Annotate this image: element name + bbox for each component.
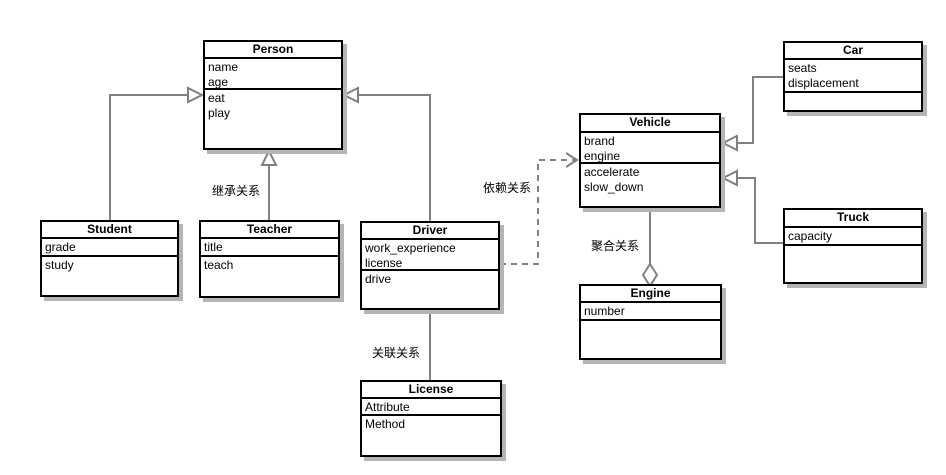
method-row: accelerate [584,165,640,179]
methods-section: drive [362,271,498,308]
methods-section [581,321,720,358]
class-title: Car [785,43,921,60]
methods-section: eat play [205,90,341,148]
method-row: teach [204,258,234,272]
edge-driver-vehicle-dependency[interactable] [500,159,575,265]
hollow-triangle-arrow-icon [341,86,359,104]
attribute-row: capacity [788,229,833,243]
class-driver[interactable]: Driver work_experience license drive [360,221,500,310]
class-title: Person [205,42,341,59]
methods-section: Method [362,416,500,455]
aggregation-edge-label: 聚合关系 [591,239,640,253]
class-truck[interactable]: Truck capacity [783,208,923,284]
attributes-section: seats displacement [785,60,921,93]
attribute-row: title [204,240,223,254]
attribute-row: grade [45,240,76,254]
class-title: Driver [362,223,498,240]
class-title: License [362,382,500,399]
attributes-section: work_experience license [362,240,498,271]
attribute-row: name [208,60,239,74]
method-row: study [45,258,74,272]
edge-truck-vehicle-inheritance[interactable] [737,177,783,244]
hollow-triangle-arrow-icon [720,134,738,152]
edge-driver-person-inheritance[interactable] [359,94,431,221]
attribute-row: Attribute [365,400,410,414]
method-row: drive [365,272,392,286]
open-arrow-icon [565,152,579,168]
methods-section [785,246,921,282]
edge-student-person-inheritance[interactable] [109,94,187,220]
attribute-row: license [365,256,403,270]
dependency-edge-label: 依赖关系 [483,181,532,195]
class-license[interactable]: License Attribute Method [360,380,502,457]
class-teacher[interactable]: Teacher title teach [199,220,340,298]
method-row: eat [208,91,225,105]
attribute-row: engine [584,149,621,163]
class-title: Vehicle [581,115,719,133]
attributes-section: brand engine [581,133,719,164]
attribute-row: age [208,75,229,89]
attribute-row: number [584,304,625,318]
hollow-triangle-arrow-icon [720,169,738,187]
methods-section: teach [201,257,338,296]
hollow-diamond-icon [641,262,659,288]
class-person[interactable]: Person name age eat play [203,40,343,150]
class-engine[interactable]: Engine number [579,284,722,360]
attributes-section: number [581,303,720,321]
inheritance-edge-label: 继承关系 [212,184,261,198]
method-row: play [208,106,231,120]
methods-section: accelerate slow_down [581,164,719,206]
class-car[interactable]: Car seats displacement [783,41,923,112]
class-vehicle[interactable]: Vehicle brand engine accelerate slow_dow… [579,113,721,208]
attribute-row: displacement [788,76,859,90]
attributes-section: title [201,239,338,257]
attributes-section: name age [205,59,341,90]
edge-car-vehicle-inheritance[interactable] [737,76,783,144]
attribute-row: brand [584,134,615,148]
class-title: Student [42,222,177,239]
class-title: Engine [581,286,720,303]
class-title: Truck [785,210,921,228]
methods-section [785,93,921,110]
class-student[interactable]: Student grade study [40,220,179,297]
attributes-section: grade [42,239,177,257]
attributes-section: Attribute [362,399,500,416]
attribute-row: work_experience [365,241,456,255]
methods-section: study [42,257,177,295]
method-row: Method [365,417,406,431]
class-title: Teacher [201,222,338,239]
attribute-row: seats [788,61,817,75]
method-row: slow_down [584,180,644,194]
attributes-section: capacity [785,228,921,246]
association-edge-label: 关联关系 [372,346,421,360]
hollow-triangle-arrow-icon [187,86,205,104]
hollow-triangle-arrow-icon [260,148,278,166]
